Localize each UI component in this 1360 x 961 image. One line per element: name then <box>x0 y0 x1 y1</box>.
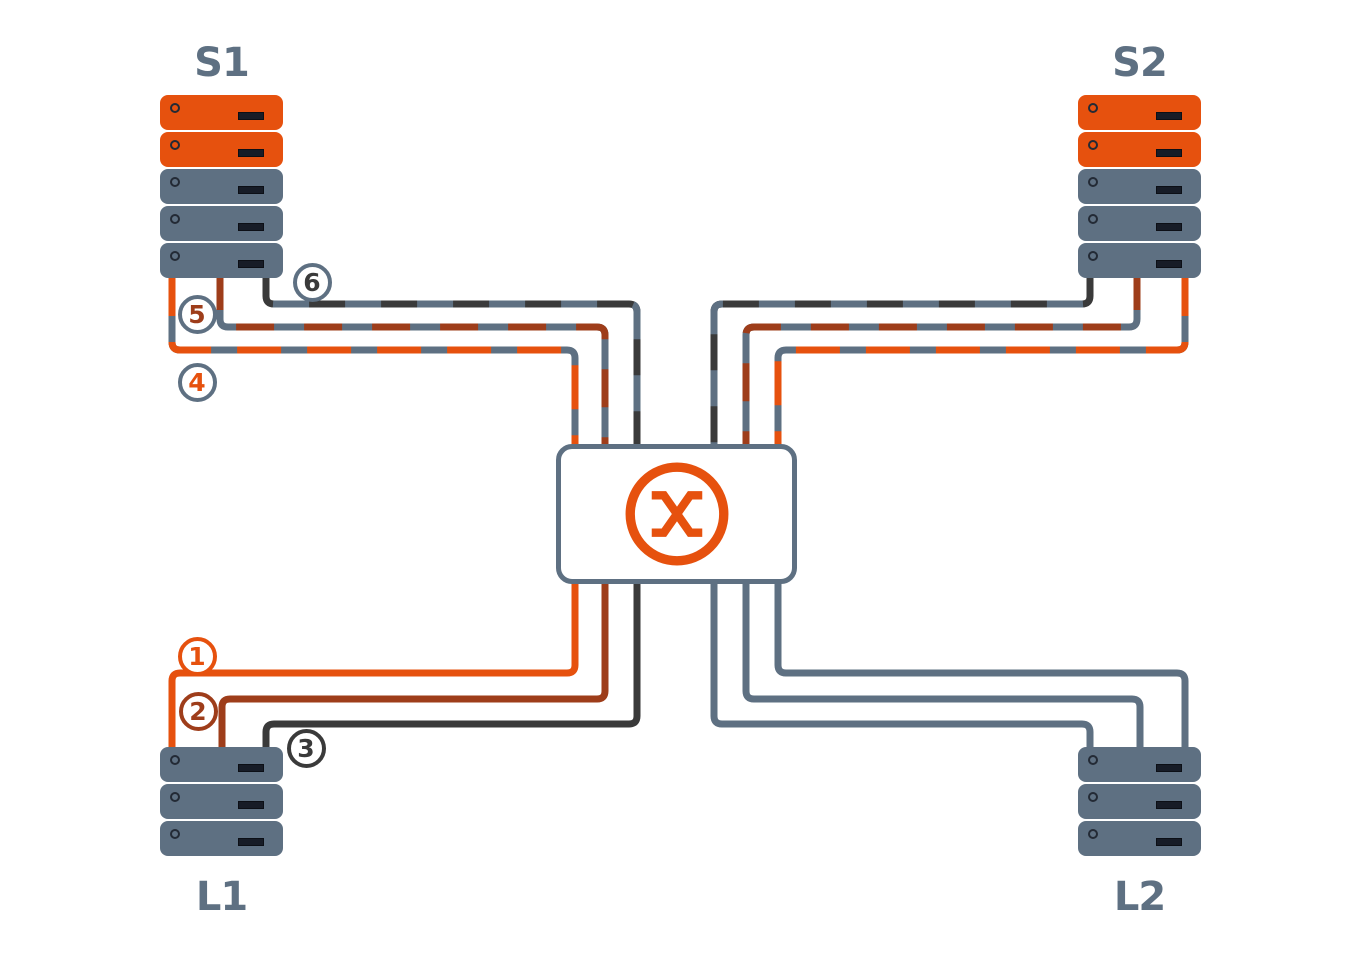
server-unit <box>1078 169 1201 204</box>
cable-3 <box>262 578 641 755</box>
cable-6-dash-overlay <box>262 272 641 450</box>
drive-bay-icon <box>238 801 264 809</box>
power-led-icon <box>1088 251 1098 261</box>
cable-s2-orange <box>774 272 1189 450</box>
server-unit <box>1078 821 1201 856</box>
step-badge-3: 3 <box>286 728 326 768</box>
power-led-icon <box>1088 177 1098 187</box>
drive-bay-icon <box>238 838 264 846</box>
server-unit <box>160 95 283 130</box>
cable-s2-dark <box>710 272 1094 450</box>
drive-bay-icon <box>1156 186 1182 194</box>
step-badge-2: 2 <box>178 691 218 731</box>
power-led-icon <box>1088 103 1098 113</box>
cable-l2-b <box>742 578 1144 755</box>
cable-l2-a <box>710 578 1094 755</box>
server-unit <box>1078 243 1201 278</box>
drive-bay-icon <box>238 112 264 120</box>
power-led-icon <box>1088 829 1098 839</box>
power-led-icon <box>1088 214 1098 224</box>
cable-2 <box>218 578 609 755</box>
stack-label-l1: L1 <box>195 874 248 920</box>
drive-bay-icon <box>1156 223 1182 231</box>
server-unit <box>1078 747 1201 782</box>
power-led-icon <box>170 103 180 113</box>
power-led-icon <box>170 177 180 187</box>
power-led-icon <box>170 251 180 261</box>
server-unit <box>1078 95 1201 130</box>
step-badge-4: 4 <box>177 362 217 402</box>
cable-4-dash-overlay <box>168 272 579 450</box>
cable-4 <box>168 272 579 450</box>
drive-bay-icon <box>1156 838 1182 846</box>
stack-label-s1: S1 <box>194 40 250 86</box>
drive-bay-icon <box>238 260 264 268</box>
power-led-icon <box>170 140 180 150</box>
server-unit <box>160 169 283 204</box>
server-unit <box>160 747 283 782</box>
power-led-icon <box>170 792 180 802</box>
drive-bay-icon <box>238 186 264 194</box>
cable-s2-orange-dash-overlay <box>774 272 1189 450</box>
drive-bay-icon <box>1156 112 1182 120</box>
drive-bay-icon <box>238 223 264 231</box>
cable-l2-c <box>774 578 1189 755</box>
stack-label-s2: S2 <box>1112 40 1168 86</box>
crossover-x-icon <box>625 462 728 566</box>
power-led-icon <box>170 755 180 765</box>
server-unit <box>160 132 283 167</box>
cable-5 <box>216 272 609 450</box>
server-unit <box>160 243 283 278</box>
drive-bay-icon <box>1156 764 1182 772</box>
power-led-icon <box>1088 755 1098 765</box>
cable-1 <box>168 578 579 755</box>
server-unit <box>160 784 283 819</box>
drive-bay-icon <box>1156 801 1182 809</box>
cable-s2-dark-dash-overlay <box>710 272 1094 450</box>
server-unit <box>160 821 283 856</box>
drive-bay-icon <box>1156 260 1182 268</box>
cable-s2-rust-dash-overlay <box>742 272 1141 450</box>
drive-bay-icon <box>1156 149 1182 157</box>
step-badge-5: 5 <box>177 294 217 334</box>
power-led-icon <box>170 214 180 224</box>
power-led-icon <box>170 829 180 839</box>
cable-5-dash-overlay <box>216 272 609 450</box>
network-switch <box>556 444 797 584</box>
stack-label-l2: L2 <box>1113 874 1166 920</box>
step-badge-6: 6 <box>292 262 332 302</box>
server-unit <box>1078 132 1201 167</box>
power-led-icon <box>1088 792 1098 802</box>
cable-s2-rust <box>742 272 1141 450</box>
server-unit <box>1078 784 1201 819</box>
drive-bay-icon <box>238 149 264 157</box>
drive-bay-icon <box>238 764 264 772</box>
server-unit <box>160 206 283 241</box>
power-led-icon <box>1088 140 1098 150</box>
step-badge-1: 1 <box>177 636 217 676</box>
server-unit <box>1078 206 1201 241</box>
